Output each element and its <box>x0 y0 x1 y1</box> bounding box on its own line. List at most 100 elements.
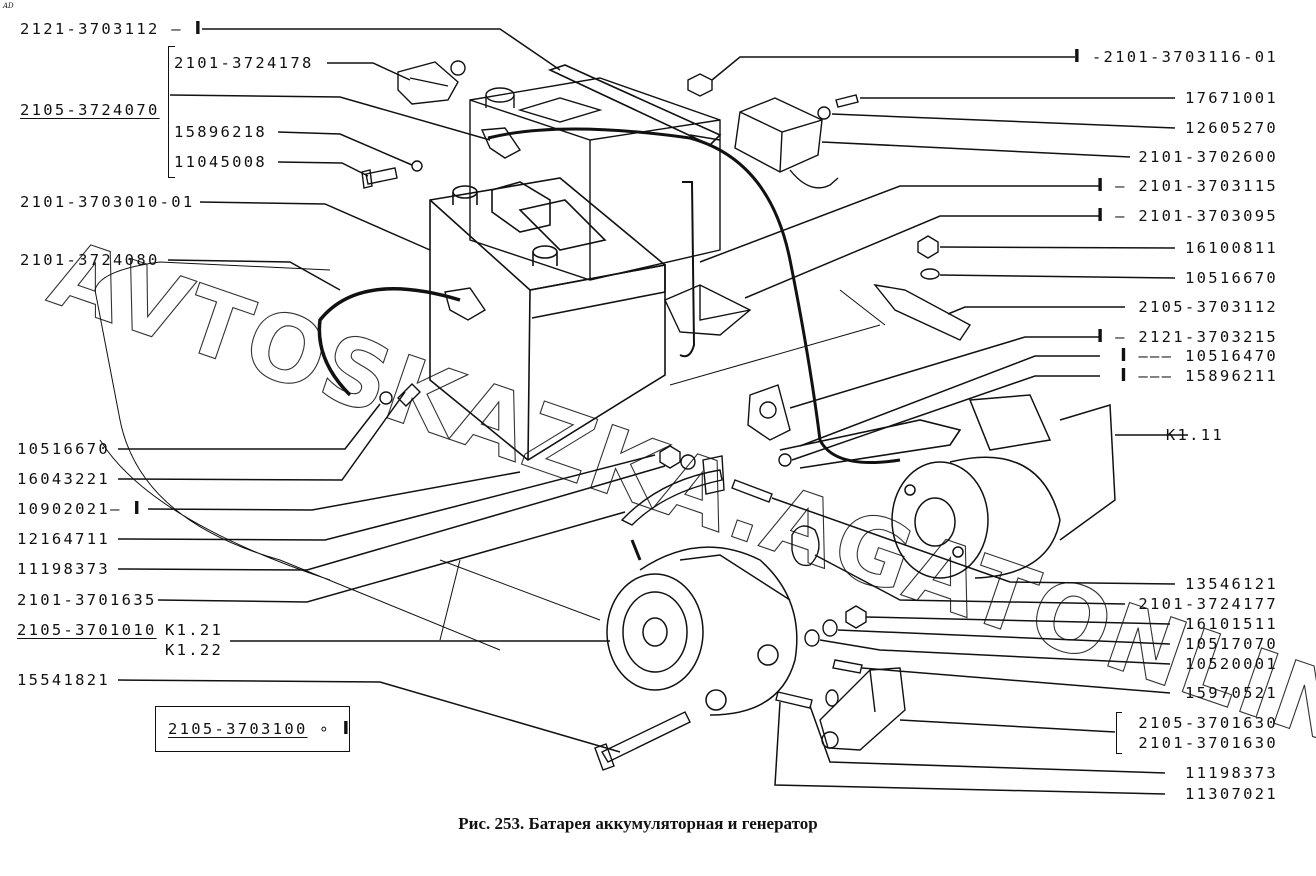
qty-marker: I <box>1096 326 1104 347</box>
guide-line <box>669 289 886 386</box>
label-ground-cable: 2101-3724080 <box>20 251 160 269</box>
qty-marker: I <box>1096 205 1104 226</box>
part-number: 10902021 <box>17 500 111 518</box>
kit-bracket <box>168 46 175 178</box>
part-number: 10516470 <box>1184 347 1278 365</box>
label-bolt-f: 11198373 <box>1184 764 1278 782</box>
label-bolt-e: 15970521 <box>1184 684 1278 702</box>
label-regulator: 2101-3702600 <box>1138 148 1278 166</box>
label-strap-nut: I -2101-3703116-01 <box>1073 46 1278 67</box>
label-washer-d: 10517070 <box>1184 635 1278 653</box>
bolt-f <box>775 691 813 709</box>
label-long-bolt: 15541821 <box>17 671 111 689</box>
label-cable-bolt: 11045008 <box>174 153 268 171</box>
cover-cap <box>450 60 466 76</box>
bracket-hole <box>759 401 777 419</box>
part-number: 15896211 <box>1184 367 1278 385</box>
label-stud: 13546121 <box>1184 575 1278 593</box>
bracket-arm <box>779 419 962 469</box>
label-bolt-a: 16043221 <box>17 470 111 488</box>
ground-bolt <box>397 383 421 407</box>
nut <box>917 235 939 259</box>
kit-number: 2105-3703100 <box>168 720 308 738</box>
label-bracket: I – 2121-3703215 <box>1096 326 1278 347</box>
label-alt-bracket-1: 2105-3701630 <box>1138 714 1278 732</box>
part-number: 2101-3703115 <box>1138 177 1278 195</box>
cable-washer <box>411 160 423 172</box>
battery-strap <box>547 64 722 146</box>
alternator-bracket <box>819 667 906 751</box>
label-bolt-d: I ——— 15896211 <box>1120 365 1278 386</box>
label-battery: 2101-3703010-01 <box>20 193 195 211</box>
strap-nut <box>687 73 713 97</box>
washer-e <box>825 689 839 707</box>
ground-washer <box>379 391 393 405</box>
part-number: 2101-3703116-01 <box>1103 48 1278 66</box>
washer <box>920 268 940 280</box>
kit-box-label: 2105-3703100 ∘ I <box>168 718 350 739</box>
qty-marker: I <box>194 18 202 39</box>
ground-cable <box>317 287 461 397</box>
washer-d2 <box>822 619 838 637</box>
hold-down-rod <box>679 181 696 358</box>
nut-c <box>845 605 867 629</box>
label-nut-c: 16101511 <box>1184 615 1278 633</box>
leader-lines-left <box>117 28 666 753</box>
leader-lines-right <box>699 56 1188 795</box>
ground-terminal <box>444 287 486 321</box>
label-washer-b: 10516670 <box>1184 269 1278 287</box>
label-bolt-b: 10902021— I <box>17 498 141 519</box>
qty-marker: I <box>1073 46 1081 67</box>
label-nut-a: 12164711 <box>17 530 111 548</box>
positive-cable <box>487 127 901 464</box>
cable-bolt <box>361 167 398 189</box>
label-alternator-ref1: K1.21 <box>165 621 224 639</box>
label-cable-clip: 2101-3724177 <box>1138 595 1278 613</box>
bolt-e <box>832 659 863 674</box>
label-alt-bracket-2: 2101-3701630 <box>1138 734 1278 752</box>
label-strap: 2121-3703112 — I <box>20 18 202 39</box>
label-bolt-c: 11198373 <box>17 560 111 578</box>
part-number: 2121-3703112 <box>20 20 160 38</box>
label-clamp-plate: 2105-3703112 <box>1138 298 1278 316</box>
qty-marker: I <box>1120 365 1127 386</box>
washer-d <box>804 629 820 647</box>
figure-caption: Рис. 253. Батарея аккумуляторная и генер… <box>458 814 818 833</box>
tension-bar <box>620 469 723 526</box>
label-washer-a: 10516670 <box>17 440 111 458</box>
qty-marker: I <box>1120 345 1127 366</box>
label-terminal-cover: 2101-3724178 <box>174 54 314 72</box>
battery-tray <box>664 284 752 336</box>
starter-bracket <box>747 384 791 441</box>
terminal-cover <box>397 61 459 105</box>
label-tension-bar: 2101-3701635 <box>17 591 157 609</box>
label-reg-screw: 17671001 <box>1184 89 1278 107</box>
kit-box: 2105-3703100 ∘ I <box>155 706 350 752</box>
battery-rear <box>469 77 721 281</box>
voltage-regulator <box>734 94 859 189</box>
clamp-plate <box>873 284 972 341</box>
part-number: 2121-3703215 <box>1138 328 1278 346</box>
stud <box>731 479 773 503</box>
label-hold-rod: I – 2101-3703115 <box>1096 175 1278 196</box>
cable-clip <box>791 525 820 567</box>
label-washer-e: 10520001 <box>1184 655 1278 673</box>
watermark: AVTOSKAZKA.AGATONLINE <box>38 220 1316 788</box>
alt-bracket-group <box>1116 712 1122 754</box>
label-tray: I – 2101-3703095 <box>1096 205 1278 226</box>
label-cable-washer: 15896218 <box>174 123 268 141</box>
corner-mark: AD <box>3 2 14 10</box>
label-nut-b: 16100811 <box>1184 239 1278 257</box>
long-bolt <box>594 711 691 771</box>
label-alternator-ref2: K1.22 <box>165 641 224 659</box>
qty-marker: I <box>1096 175 1104 196</box>
tension-plate <box>702 455 725 495</box>
label-battery-cable-kit: 2105-3724070 <box>20 101 160 119</box>
part-number: 2101-3703095 <box>1138 207 1278 225</box>
label-alternator: 2105-3701010 <box>17 621 157 639</box>
washer-small <box>680 454 696 470</box>
label-bolt-g: 11307021 <box>1184 785 1278 803</box>
label-reg-washer: 12605270 <box>1184 119 1278 137</box>
